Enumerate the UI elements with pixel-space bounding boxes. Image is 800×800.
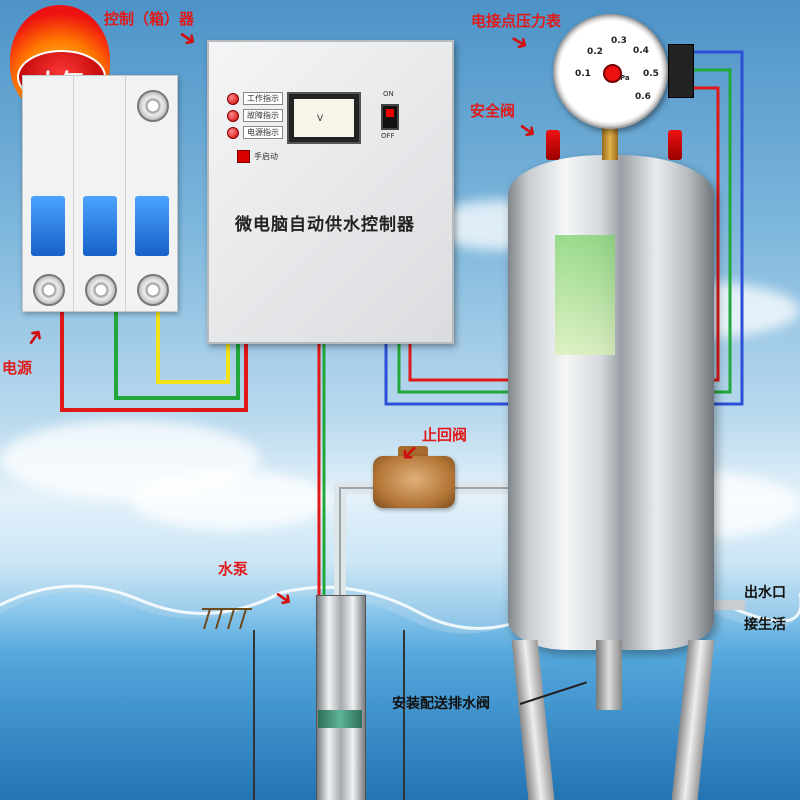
gauge-tick: 0.5	[643, 69, 659, 79]
wire-green-gauge	[397, 68, 732, 394]
check-valve-label: 止回阀	[422, 426, 468, 444]
safety-valve-left	[546, 130, 560, 160]
wire-red-gauge	[408, 86, 720, 382]
breaker-pole	[75, 76, 126, 311]
wire-blue-gauge	[384, 50, 744, 406]
ground-hatch	[202, 608, 252, 630]
gauge-tick: 0.1	[575, 69, 591, 79]
gauge-stem	[602, 125, 618, 160]
manual-start[interactable]: 手启动	[237, 150, 278, 163]
wire-red-power	[60, 310, 248, 412]
indicator-light	[227, 92, 239, 105]
wire-green-power	[114, 310, 240, 400]
safety-valve-right	[668, 130, 682, 160]
voltmeter-face	[294, 99, 354, 137]
indicator-label: 电源指示	[243, 126, 283, 139]
submersible-pump	[316, 595, 366, 800]
switch-on-label: ON	[383, 90, 394, 98]
power-label: 电源	[2, 359, 33, 377]
controller-title: 微电脑自动供水控制器	[235, 215, 415, 235]
gauge-tick: 0.3	[611, 36, 627, 46]
wire-yellow-power	[156, 310, 230, 384]
breaker-terminal	[137, 90, 169, 122]
voltmeter-unit: V	[317, 114, 324, 124]
power-switch[interactable]	[381, 104, 399, 130]
well	[253, 630, 405, 800]
indicator-fault: 故障指示	[227, 109, 283, 122]
check-valve	[373, 456, 455, 508]
breaker-lever	[31, 196, 65, 256]
safety-valve-label: 安全阀	[470, 102, 516, 120]
pump-label: 水泵	[218, 560, 249, 578]
circuit-breaker	[22, 75, 178, 312]
indicator-work: 工作指示	[227, 92, 283, 105]
outlet-label: 出水口	[744, 585, 786, 601]
indicator-power: 电源指示	[227, 126, 283, 139]
gauge-tick: 0.2	[587, 47, 603, 57]
indicator-light	[227, 126, 239, 139]
gauge-unit: MPa	[613, 74, 630, 82]
pump-band	[318, 710, 362, 728]
cloud	[130, 470, 330, 530]
indicator-label: 故障指示	[243, 109, 283, 122]
manual-start-button[interactable]	[237, 150, 250, 163]
breaker-terminal	[137, 274, 169, 306]
voltmeter: V	[287, 92, 361, 144]
switch-off-label: OFF	[381, 132, 395, 140]
gauge-terminal-block	[668, 44, 694, 98]
pressure-gauge-label: 电接点压力表	[471, 12, 562, 30]
indicator-light	[227, 109, 239, 122]
breaker-terminal	[85, 274, 117, 306]
manual-start-label: 手启动	[254, 152, 278, 161]
breaker-terminal	[33, 274, 65, 306]
breaker-lever	[135, 196, 169, 256]
pressure-tank	[508, 155, 714, 650]
drain-valve-label: 安装配送排水阀	[392, 696, 490, 712]
control-box-label: 控制（箱）器	[104, 10, 195, 28]
pressure-gauge: 0.1 0.2 0.3 0.4 0.5 0.6 MPa	[553, 14, 668, 129]
breaker-pole	[23, 76, 74, 311]
breaker-lever	[83, 196, 117, 256]
control-box: 工作指示 故障指示 电源指示 V ON OFF 手启动 微电脑自动供水控制器	[207, 40, 454, 344]
to-house-label: 接生活	[744, 617, 786, 633]
gauge-tick: 0.4	[633, 46, 649, 56]
gauge-tick: 0.6	[635, 92, 651, 102]
gauge-hub	[603, 64, 622, 83]
indicator-label: 工作指示	[243, 92, 283, 105]
drain-pipe	[596, 640, 622, 710]
tank-sticker	[555, 235, 615, 355]
